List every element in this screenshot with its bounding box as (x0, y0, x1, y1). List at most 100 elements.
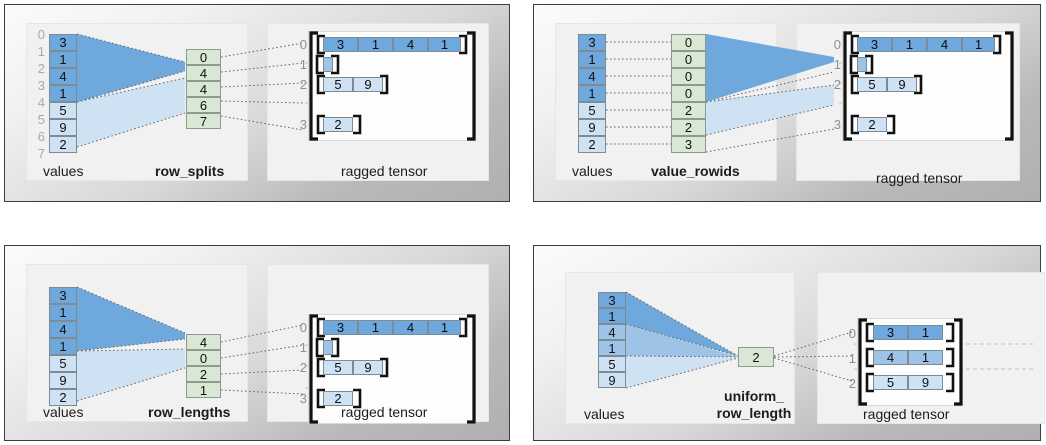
ragged-cell: 1 (428, 37, 461, 52)
ragged-cell-empty (323, 57, 333, 72)
encoding-cell: 2 (671, 102, 706, 119)
value-cell: 1 (49, 338, 77, 355)
values-index-1: 1 (37, 44, 45, 59)
value-cell: 1 (49, 304, 77, 321)
ragged-cell: 3 (323, 37, 358, 52)
value-cell: 9 (578, 119, 606, 136)
ragged-row-index: 0 (299, 37, 307, 52)
value-cell: 9 (49, 372, 77, 389)
value-cell: 1 (578, 85, 606, 102)
encoding-cell: 4 (186, 65, 221, 81)
values-index-3: 3 (37, 78, 45, 93)
ragged-cell: 4 (873, 350, 908, 365)
encoding-cell: 7 (186, 113, 221, 129)
ragged-cell-empty (323, 340, 333, 355)
encoding-label: row_splits (155, 163, 225, 179)
encoding-cell: 1 (186, 382, 221, 398)
ragged-row-index: 1 (299, 57, 307, 72)
encoding-cell: 0 (671, 68, 706, 85)
value-cell: 5 (49, 102, 77, 119)
encoding-label: row_lengths (148, 404, 231, 420)
ragged-tensor-label: ragged tensor (341, 404, 428, 420)
ragged-row-index: 1 (833, 57, 841, 72)
ragged-cell: 2 (323, 391, 353, 406)
value-cell: 2 (578, 136, 606, 153)
ragged-row-index: 2 (833, 77, 841, 92)
values-index-4: 4 (37, 95, 45, 110)
value-cell: 4 (578, 68, 606, 85)
value-cell: 3 (49, 34, 77, 51)
ragged-row-index: 0 (833, 37, 841, 52)
ragged-cell: 1 (358, 320, 393, 335)
ragged-cell: 2 (323, 117, 353, 132)
ragged-row-index: 0 (848, 326, 856, 341)
panel-row-lengths: 3 1 4 1 5 9 2 4 0 2 1 0 1 2 3 3 1 (4, 245, 510, 441)
value-cell: 3 (49, 287, 77, 304)
encoding-cell: 0 (671, 34, 706, 51)
ragged-cell: 3 (857, 37, 892, 52)
value-cell: 1 (598, 308, 626, 324)
values-index-0: 0 (37, 27, 45, 42)
value-cell: 1 (49, 51, 77, 68)
ragged-cell: 1 (428, 320, 461, 335)
ragged-row-index: 3 (299, 391, 307, 406)
ragged-cell: 3 (873, 325, 908, 340)
bracket-layer-2 (843, 31, 1014, 141)
panel-value-rowids: 3 1 4 1 5 9 2 0 0 0 0 2 2 3 0 1 2 3 (533, 4, 1041, 202)
ragged-cell: 4 (393, 37, 428, 52)
panel-uniform-row-length: 3 1 4 1 5 9 2 0 1 2 3 1 4 1 5 9 values u… (533, 245, 1045, 441)
encoding-cell: 4 (186, 334, 221, 350)
encoding-cell: 0 (186, 350, 221, 366)
values-index-7: 7 (37, 146, 45, 161)
ragged-cell: 1 (892, 37, 927, 52)
ragged-cell: 4 (927, 37, 962, 52)
ragged-cell: 9 (353, 360, 383, 375)
value-cell: 2 (49, 136, 77, 153)
value-cell: 3 (598, 292, 626, 308)
ragged-cell: 1 (908, 325, 943, 340)
encoding-cell: 4 (186, 81, 221, 97)
ragged-row-index: 2 (848, 376, 856, 391)
encoding-cell: 0 (186, 49, 221, 65)
ragged-tensor-label: ragged tensor (341, 163, 428, 179)
ragged-cell: 9 (887, 77, 917, 92)
encoding-cell: 2 (738, 347, 774, 367)
encoding-label-line1: uniform_ (724, 388, 784, 404)
encoding-cell: 6 (186, 97, 221, 113)
value-cell: 5 (578, 102, 606, 119)
ragged-row-index: 1 (848, 351, 856, 366)
ragged-row-index: 0 (299, 320, 307, 335)
ragged-cell: 9 (353, 77, 383, 92)
value-cell: 1 (49, 85, 77, 102)
ragged-cell: 9 (908, 375, 943, 390)
ragged-cell: 5 (857, 77, 887, 92)
values-label: values (43, 163, 84, 179)
ragged-row-index: 3 (299, 117, 307, 132)
values-label: values (43, 404, 84, 420)
ragged-tensor-label: ragged tensor (876, 170, 963, 186)
value-cell: 1 (598, 340, 626, 356)
values-label: values (572, 163, 613, 179)
ragged-row-index: 2 (299, 77, 307, 92)
value-cell: 3 (578, 34, 606, 51)
bracket-layer-3 (309, 314, 476, 424)
values-index-5: 5 (37, 112, 45, 127)
ragged-row-index: 2 (299, 360, 307, 375)
panel-row-splits: 0 1 2 3 4 5 6 7 3 1 4 1 5 9 2 0 4 4 6 7 (4, 4, 510, 202)
encoding-cell: 2 (671, 119, 706, 136)
ragged-cell: 5 (323, 77, 353, 92)
values-index-2: 2 (37, 61, 45, 76)
encoding-label: value_rowids (651, 163, 740, 179)
value-cell: 9 (49, 119, 77, 136)
encoding-cell: 3 (671, 136, 706, 153)
value-cell: 9 (598, 372, 626, 388)
ragged-row-index: 1 (299, 340, 307, 355)
encoding-cell: 0 (671, 85, 706, 102)
encoding-label-line2: row_length (716, 405, 792, 421)
ragged-cell: 1 (962, 37, 995, 52)
encoding-cell: 0 (671, 51, 706, 68)
ragged-row-index: 3 (833, 117, 841, 132)
value-cell: 5 (49, 355, 77, 372)
ragged-cell: 1 (908, 350, 943, 365)
ragged-tensor-label: ragged tensor (863, 406, 950, 422)
